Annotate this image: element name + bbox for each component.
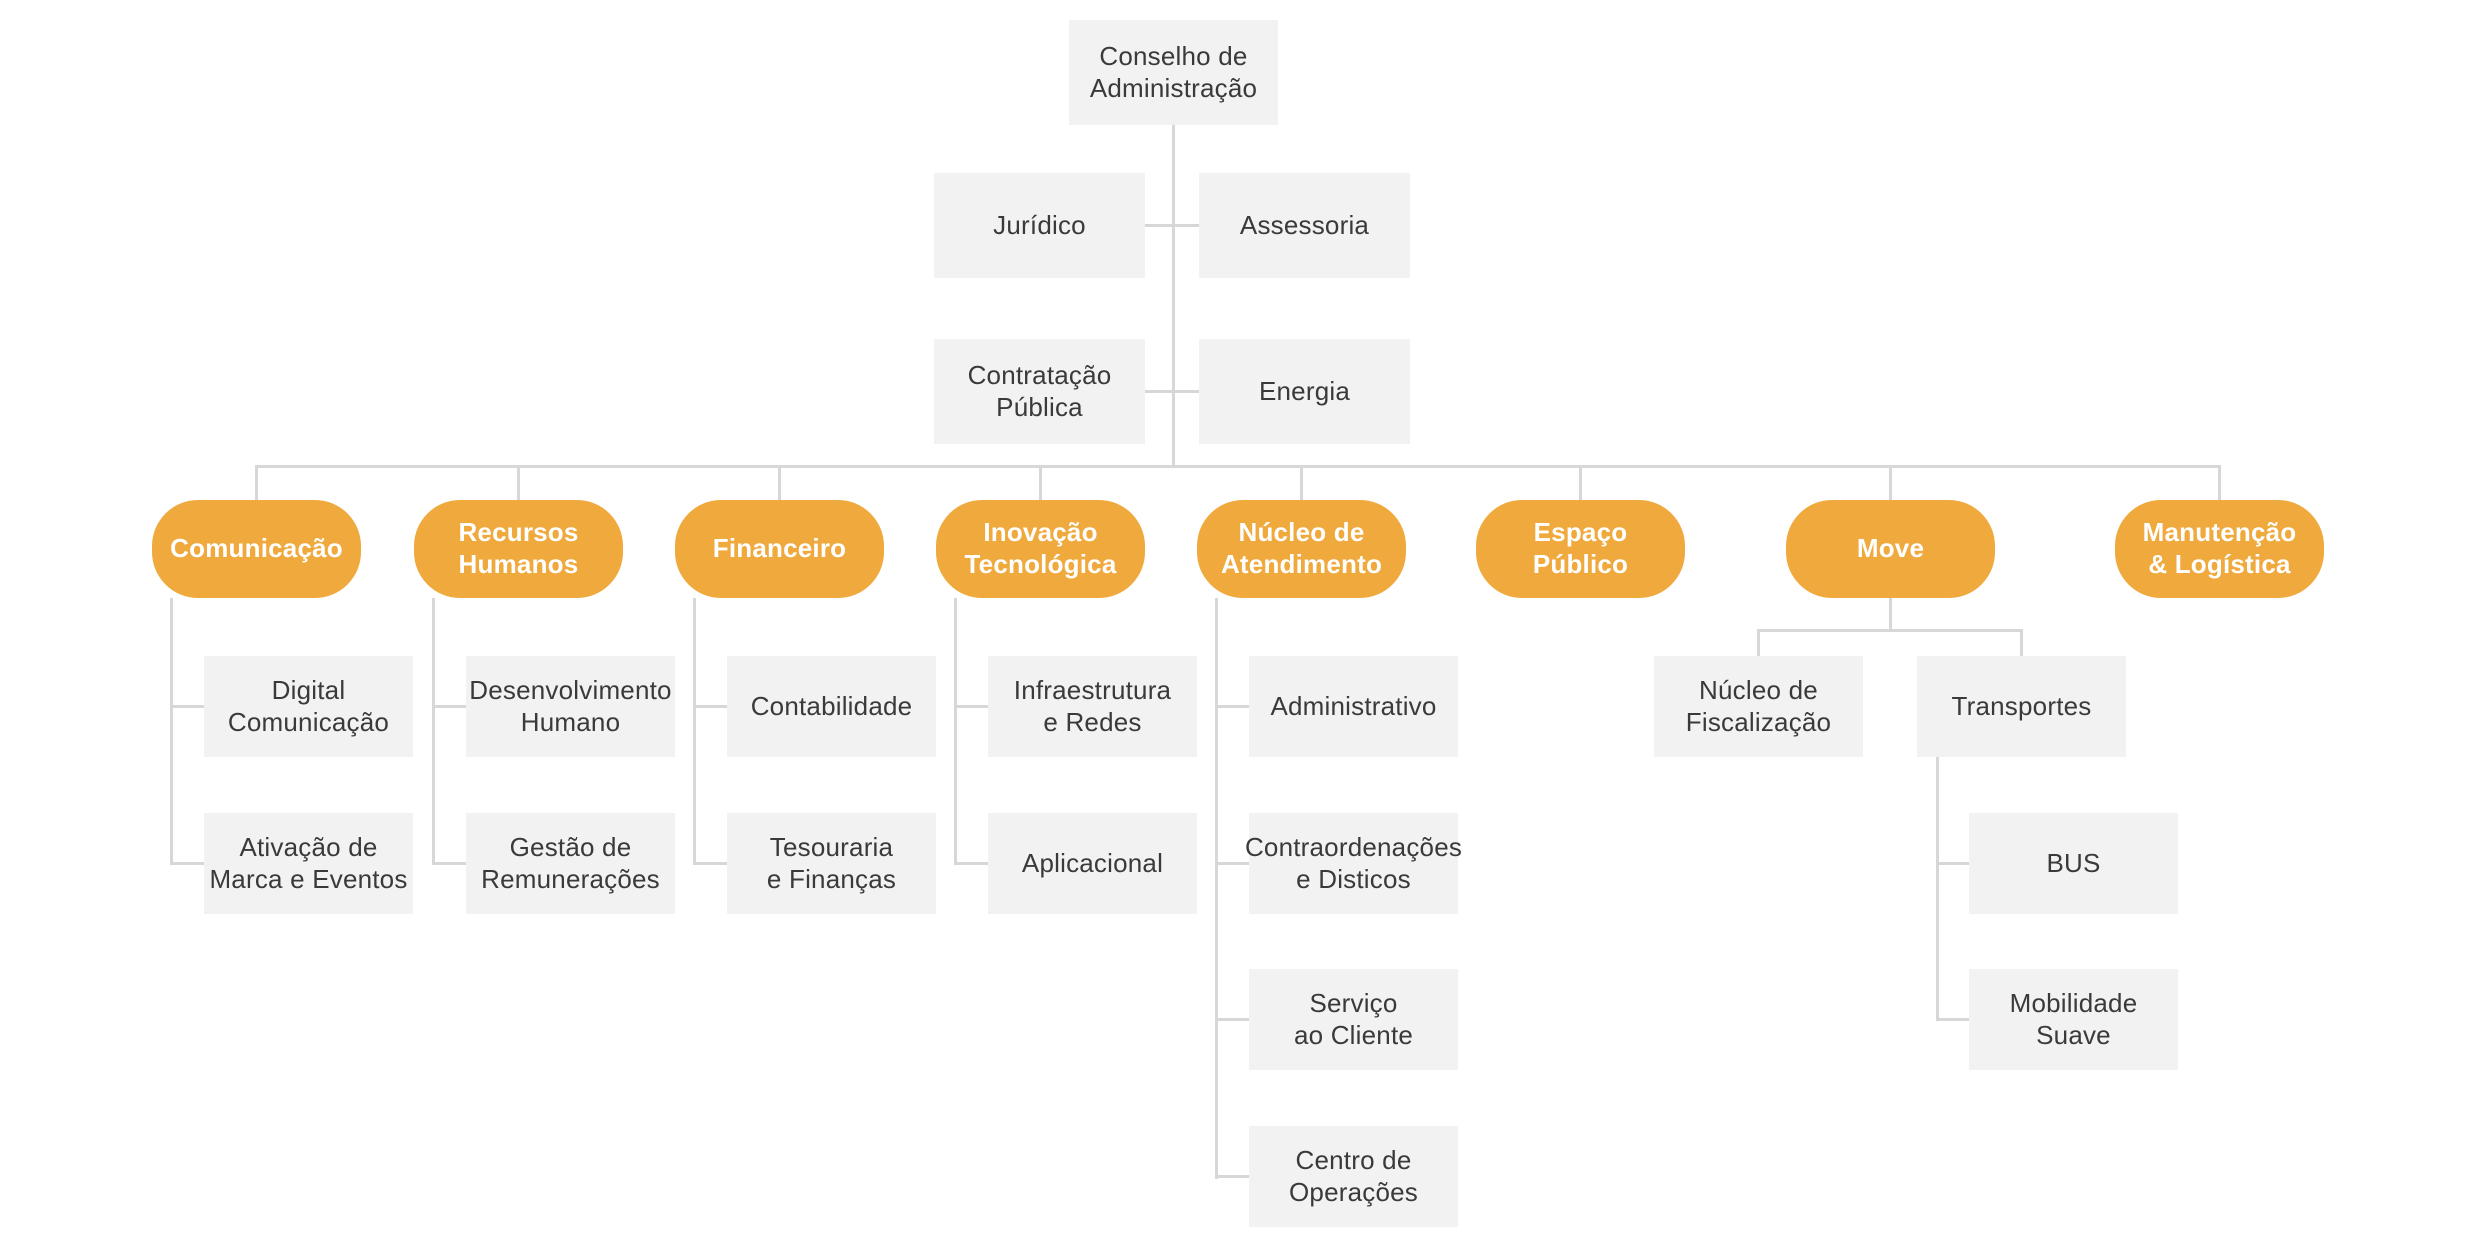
org-node-contratacao: Contratação Pública [934,339,1145,444]
connector-line [1172,125,1175,467]
org-node-move: Move [1786,500,1995,598]
org-node-manutencao: Manutenção & Logística [2115,500,2324,598]
org-node-assessoria: Assessoria [1199,173,1410,278]
connector-line [1145,390,1199,393]
org-node-label: Contraordenações e Disticos [1244,831,1463,894]
connector-line [693,705,727,708]
org-node-label: Digital Comunicação [227,674,390,737]
connector-line [255,465,2221,468]
org-node-label: Transportes [1951,690,2092,721]
connector-line [1215,705,1249,708]
connector-line [2218,465,2221,500]
connector-line [170,598,173,865]
org-node-financeiro: Financeiro [675,500,884,598]
connector-line [255,465,258,500]
org-node-label: Recursos Humanos [458,517,579,579]
org-node-label: Aplicacional [1021,847,1164,878]
connector-line [1300,465,1303,500]
connector-line [517,465,520,500]
org-node-infraestrutura: Infraestrutura e Redes [988,656,1197,757]
connector-line [432,862,466,865]
org-node-tesouraria: Tesouraria e Finanças [727,813,936,914]
connector-line [954,705,988,708]
org-node-espaco-publico: Espaço Público [1476,500,1685,598]
org-node-label: Comunicação [170,533,343,564]
org-node-label: Serviço ao Cliente [1293,987,1414,1050]
connector-line [170,705,204,708]
connector-line [1889,465,1892,500]
org-node-administrativo: Administrativo [1249,656,1458,757]
org-node-energia: Energia [1199,339,1410,444]
org-node-label: BUS [2046,847,2101,878]
org-node-label: Assessoria [1239,209,1370,240]
org-node-label: Núcleo de Fiscalização [1685,674,1832,737]
org-node-desenvolvimento: Desenvolvimento Humano [466,656,675,757]
connector-line [1757,629,1760,656]
connector-line [954,862,988,865]
org-node-label: Move [1856,533,1925,564]
connector-line [1757,629,2023,632]
connector-line [1215,1175,1249,1178]
org-node-label: Desenvolvimento Humano [469,674,672,737]
connector-line [1936,757,1939,1021]
org-node-label: Espaço Público [1532,517,1629,579]
connector-line [1215,598,1218,1179]
org-node-conselho: Conselho de Administração [1069,20,1278,125]
connector-line [693,598,696,865]
org-node-label: Conselho de Administração [1089,40,1258,103]
org-node-label: Núcleo de Atendimento [1220,517,1383,579]
connector-line [1145,224,1199,227]
org-node-rh: Recursos Humanos [414,500,623,598]
connector-line [432,598,435,865]
org-node-label: Mobilidade Suave [2009,987,2138,1050]
org-node-ativacao: Ativação de Marca e Eventos [204,813,413,914]
connector-line [2020,629,2023,656]
org-node-label: Financeiro [712,533,847,564]
org-node-contabilidade: Contabilidade [727,656,936,757]
org-node-servico-cliente: Serviço ao Cliente [1249,969,1458,1070]
connector-line [693,862,727,865]
org-node-gestao: Gestão de Remunerações [466,813,675,914]
org-node-label: Contabilidade [750,690,913,721]
org-node-label: Ativação de Marca e Eventos [209,831,408,894]
connector-line [1039,465,1042,500]
connector-line [1936,862,1969,865]
org-node-inovacao: Inovação Tecnológica [936,500,1145,598]
org-node-mobilidade: Mobilidade Suave [1969,969,2178,1070]
connector-line [1889,598,1892,631]
org-node-label: Gestão de Remunerações [481,831,660,894]
org-node-label: Tesouraria e Finanças [766,831,897,894]
org-node-digital: Digital Comunicação [204,656,413,757]
org-node-label: Jurídico [993,209,1086,240]
org-node-aplicacional: Aplicacional [988,813,1197,914]
org-node-label: Inovação Tecnológica [964,517,1117,579]
org-node-label: Contratação Pública [967,359,1112,422]
org-node-transportes: Transportes [1917,656,2126,757]
org-node-centro-operacoes: Centro de Operações [1249,1126,1458,1227]
connector-line [170,862,204,865]
org-node-label: Energia [1258,375,1351,406]
org-node-nucleo-fiscalizacao: Núcleo de Fiscalização [1654,656,1863,757]
connector-line [432,705,466,708]
connector-line [778,465,781,500]
org-node-bus: BUS [1969,813,2178,914]
connector-line [1579,465,1582,500]
connector-line [1215,862,1249,865]
org-node-label: Infraestrutura e Redes [1013,674,1172,737]
org-node-juridico: Jurídico [934,173,1145,278]
connector-line [954,598,957,865]
org-node-contraordenacoes: Contraordenações e Disticos [1245,813,1462,914]
org-node-label: Manutenção & Logística [2142,517,2297,579]
org-node-label: Administrativo [1270,690,1437,721]
connector-line [1936,1018,1969,1021]
org-node-nucleo-atendimento: Núcleo de Atendimento [1197,500,1406,598]
connector-line [1215,1018,1249,1021]
org-node-comunicacao: Comunicação [152,500,361,598]
org-node-label: Centro de Operações [1289,1144,1418,1207]
